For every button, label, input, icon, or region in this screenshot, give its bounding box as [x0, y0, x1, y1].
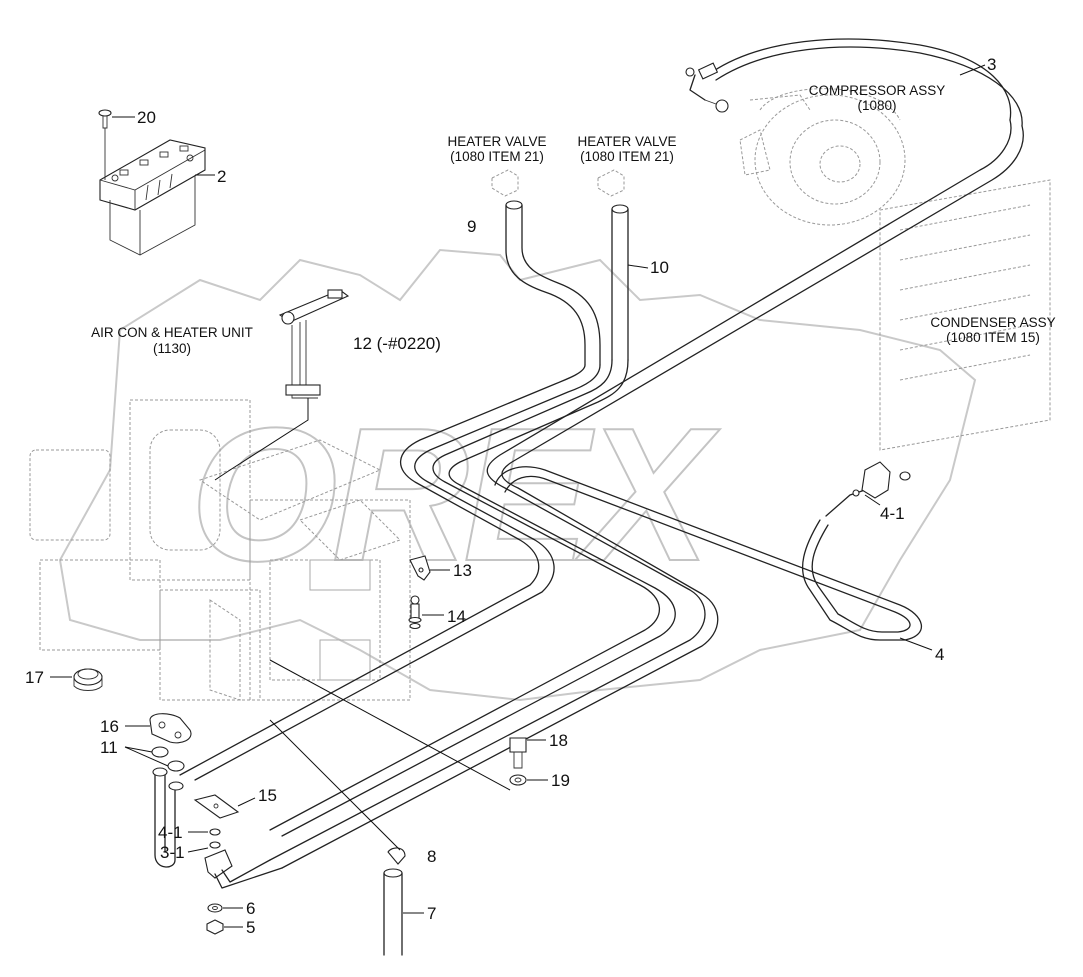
svg-text:(1080): (1080)	[857, 98, 896, 113]
heater-valve-right	[597, 169, 625, 197]
fitting-part-3-1	[204, 841, 283, 889]
label-compressor-assy: COMPRESSOR ASSY (1080)	[809, 83, 946, 113]
label-condenser-assy: CONDENSER ASSY (1080 ITEM 15)	[930, 315, 1055, 345]
svg-text:13: 13	[453, 561, 472, 580]
svg-text:12 (-#0220): 12 (-#0220)	[353, 334, 441, 353]
svg-text:HEATER VALVE: HEATER VALVE	[577, 134, 676, 149]
condenser-ghost	[879, 179, 1051, 451]
callout-12: 12 (-#0220)	[353, 334, 441, 353]
nut-part-5	[206, 919, 224, 935]
callout-14: 14	[422, 607, 466, 626]
svg-text:3: 3	[987, 55, 996, 74]
svg-text:10: 10	[650, 258, 669, 277]
callout-2: 2	[195, 167, 226, 186]
bolt-part-18	[509, 737, 527, 769]
o-ring-part-11	[151, 746, 185, 772]
bracket-part-15	[193, 794, 240, 819]
callout-20: 20	[112, 108, 156, 127]
svg-text:17: 17	[25, 668, 44, 687]
svg-text:4-1: 4-1	[158, 823, 183, 842]
callout-4-1-top: 4-1	[864, 494, 905, 523]
svg-text:CONDENSER ASSY: CONDENSER ASSY	[930, 315, 1055, 330]
svg-text:3-1: 3-1	[160, 843, 185, 862]
bolt-part-14	[408, 595, 422, 630]
svg-text:7: 7	[427, 904, 436, 923]
svg-text:9: 9	[467, 217, 476, 236]
tube-ends	[152, 767, 184, 868]
callout-9: 9	[467, 217, 476, 236]
callout-5: 5	[224, 918, 255, 937]
svg-text:2: 2	[217, 167, 226, 186]
svg-text:(1080 ITEM 21): (1080 ITEM 21)	[450, 149, 544, 164]
svg-text:20: 20	[137, 108, 156, 127]
callout-10: 10	[627, 258, 669, 277]
compressor-hose-3	[685, 38, 1023, 127]
callout-6: 6	[223, 899, 255, 918]
svg-text:8: 8	[427, 847, 436, 866]
callout-3-1: 3-1	[160, 843, 209, 862]
watermark-gear	[58, 248, 977, 702]
bracket-part-12	[214, 289, 350, 481]
hose-bundle	[179, 119, 1024, 869]
clip-part-13	[409, 555, 431, 581]
heater-hose-9	[505, 200, 601, 366]
svg-text:6: 6	[246, 899, 255, 918]
heater-valve-left	[491, 169, 519, 197]
svg-text:14: 14	[447, 607, 466, 626]
callout-4-1-bottom: 4-1	[158, 823, 208, 842]
callout-13: 13	[430, 561, 472, 580]
callout-8: 8	[427, 847, 436, 866]
washer-part-19	[509, 774, 527, 786]
plate-part-16	[149, 713, 192, 744]
leader-lines	[269, 659, 511, 851]
svg-text:5: 5	[246, 918, 255, 937]
svg-text:18: 18	[549, 731, 568, 750]
label-heater-valve-left: HEATER VALVE (1080 ITEM 21)	[447, 134, 546, 164]
svg-text:AIR CON & HEATER UNIT: AIR CON & HEATER UNIT	[91, 325, 253, 340]
svg-text:4: 4	[935, 645, 944, 664]
svg-text:11: 11	[100, 738, 118, 757]
svg-text:19: 19	[551, 771, 570, 790]
callout-7: 7	[403, 904, 436, 923]
label-aircon-heater-unit: AIR CON & HEATER UNIT (1130)	[91, 325, 253, 356]
callout-17: 17	[25, 668, 72, 687]
compressor-assy	[739, 88, 906, 226]
svg-text:HEATER VALVE: HEATER VALVE	[447, 134, 546, 149]
aircon-unit-ghost	[29, 399, 411, 701]
grommet-part-17	[73, 668, 103, 691]
heater-hose-10	[611, 204, 629, 361]
svg-text:15: 15	[258, 786, 277, 805]
svg-text:(1080 ITEM 15): (1080 ITEM 15)	[946, 330, 1040, 345]
callout-19: 19	[527, 771, 570, 790]
condenser-hose-4	[494, 461, 923, 641]
control-panel-part-2	[99, 139, 206, 256]
svg-text:COMPRESSOR ASSY: COMPRESSOR ASSY	[809, 83, 946, 98]
callout-18: 18	[527, 731, 568, 750]
svg-text:16: 16	[100, 717, 119, 736]
screw-part-20	[98, 109, 112, 180]
washer-part-6	[207, 903, 223, 913]
clip-part-8	[387, 847, 406, 865]
fitting-part-4-1-lower	[209, 828, 221, 836]
label-heater-valve-right: HEATER VALVE (1080 ITEM 21)	[577, 134, 676, 164]
watermark: OREX	[58, 248, 977, 702]
svg-text:(1080 ITEM 21): (1080 ITEM 21)	[580, 149, 674, 164]
svg-text:(1130): (1130)	[153, 341, 191, 356]
callout-16: 16	[100, 717, 150, 736]
svg-text:4-1: 4-1	[880, 504, 905, 523]
callout-3: 3	[959, 55, 996, 76]
callout-4: 4	[899, 637, 944, 664]
callout-11: 11	[100, 738, 169, 767]
callout-15: 15	[237, 786, 277, 807]
drain-hose-part-7	[383, 868, 403, 956]
